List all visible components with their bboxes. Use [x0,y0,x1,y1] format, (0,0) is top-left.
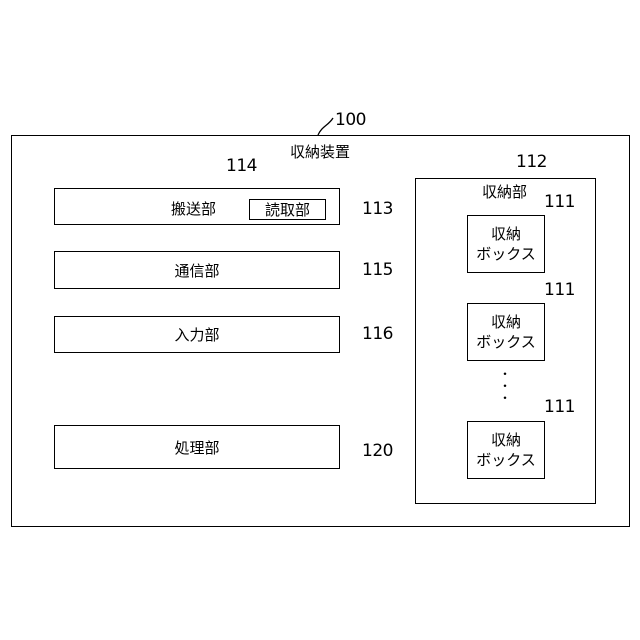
conveyor-label: 搬送部 [171,198,216,219]
storage-label: 収納部 [482,181,527,202]
storage-ellipsis: ・ ・ ・ [499,368,511,404]
processing-ref-number: 120 [362,441,393,461]
leader-100 [318,118,333,135]
reader-ref-number: 114 [226,156,257,176]
processing-box: 処理部 [54,425,340,469]
storage-box-item-3-ref: 111 [544,397,575,417]
conveyor-ref-number: 113 [362,199,393,219]
storage-box-item-2-line2: ボックス [476,332,536,352]
storage-box-item-1-ref: 111 [544,192,575,212]
storage-box-item-2-ref: 111 [544,280,575,300]
storage-box-item-3-line1: 収納 [491,430,521,450]
storage-box-item-1-line1: 収納 [491,224,521,244]
input-box: 入力部 [54,316,340,353]
storage-ref-number: 112 [516,152,547,172]
storage-box-item-1-line2: ボックス [476,244,536,264]
communication-ref-number: 115 [362,260,393,280]
storage-box-item-3-line2: ボックス [476,450,536,470]
storage-box-item-3: 収納 ボックス [467,421,545,479]
device-ref-number: 100 [335,110,366,130]
storage-box-item-1: 収納 ボックス [467,215,545,273]
communication-box: 通信部 [54,251,340,289]
reader-box: 読取部 [249,199,326,220]
device-label: 収納装置 [290,141,350,162]
storage-box-item-2: 収納 ボックス [467,303,545,361]
input-ref-number: 116 [362,324,393,344]
storage-box-item-2-line1: 収納 [491,312,521,332]
